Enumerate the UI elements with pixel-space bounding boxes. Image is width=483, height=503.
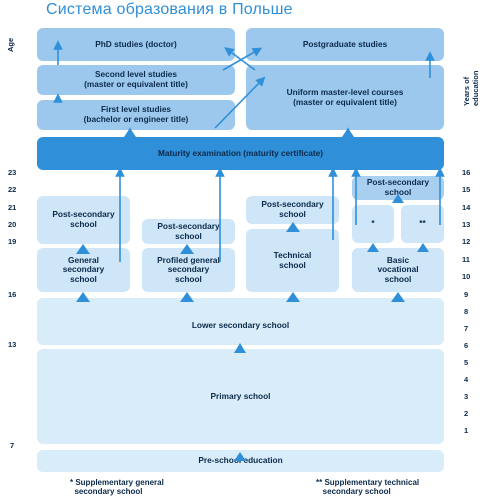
arrow-technical-to-postsec <box>286 222 300 232</box>
first-level-studies-box: First level studies (bachelor or enginee… <box>37 100 235 130</box>
lower-secondary-box: Lower secondary school <box>37 298 444 345</box>
year-12: 12 <box>462 237 471 246</box>
supplementary-technical-box: ** <box>401 205 444 243</box>
post-secondary-technical-box: Post-secondary school <box>246 196 339 224</box>
arrow-lines <box>53 40 445 262</box>
arrow-maturity-up-1 <box>124 128 136 137</box>
arrow-lower-to-general <box>76 292 90 302</box>
post-secondary-general-box: Post-secondary school <box>37 196 130 244</box>
arrow-first-to-postgrad <box>214 76 266 129</box>
arrow-vocational-to-star1 <box>367 243 379 252</box>
arrow-vocational-to-star2 <box>417 243 429 252</box>
post-secondary-general-label: Post-secondary school <box>52 209 115 229</box>
arrow-primary-to-lower <box>234 343 246 353</box>
footnote-supplementary-general: * Supplementary general secondary school <box>70 478 164 497</box>
basic-vocational-box: Basic vocational school <box>352 248 444 292</box>
arrow-lower-to-profiled <box>180 292 194 302</box>
year-5: 5 <box>464 358 469 367</box>
year-4: 4 <box>464 375 469 384</box>
technical-school-label: Technical school <box>273 249 312 270</box>
second-level-studies-label: Second level studies (master or equivale… <box>84 69 188 89</box>
general-secondary-label: General secondary school <box>62 254 105 284</box>
uniform-master-box: Uniform master-level courses (master or … <box>246 65 444 130</box>
year-10: 10 <box>462 272 471 281</box>
arrow-general-to-postsec <box>76 244 90 254</box>
year-3: 3 <box>464 392 469 401</box>
year-14: 14 <box>462 203 471 212</box>
arrow-maturity-up-2 <box>342 128 354 137</box>
year-15: 15 <box>462 185 471 194</box>
primary-school-label: Primary school <box>210 390 271 401</box>
post-secondary-top-right-label: Post-secondary school <box>366 177 430 197</box>
arrow-lower-to-vocational <box>391 292 405 302</box>
general-secondary-box: General secondary school <box>37 248 130 292</box>
age-20: 20 <box>8 220 17 229</box>
postgraduate-studies-label: Postgraduate studies <box>302 38 388 49</box>
age-19: 19 <box>8 237 17 246</box>
phd-studies-box: PhD studies (doctor) <box>37 28 235 61</box>
year-8: 8 <box>464 307 469 316</box>
arrow-profiled-to-postsec <box>180 244 194 254</box>
lower-secondary-label: Lower secondary school <box>191 319 290 330</box>
maturity-examination-label: Maturity examination (maturity certifica… <box>157 147 324 158</box>
post-secondary-technical-label: Post-secondary school <box>261 199 324 219</box>
supplementary-general-box: * <box>352 205 394 243</box>
year-6: 6 <box>464 341 469 350</box>
page-title: Система образования в Польше <box>46 1 293 18</box>
age-16: 16 <box>8 290 17 299</box>
profiled-general-secondary-label: Profiled general secondary school <box>157 254 220 284</box>
arrow-preschool-to-primary <box>234 452 246 461</box>
age-13: 13 <box>8 340 17 349</box>
year-1: 1 <box>464 426 469 435</box>
maturity-examination-box: Maturity examination (maturity certifica… <box>37 137 444 170</box>
second-level-studies-box: Second level studies (master or equivale… <box>37 65 235 95</box>
post-secondary-profiled-label: Post-secondary school <box>157 220 220 241</box>
arrow-heads <box>76 128 429 461</box>
arrow-lower-to-technical <box>286 292 300 302</box>
supplementary-general-label: * <box>371 218 375 229</box>
first-level-studies-label: First level studies (bachelor or enginee… <box>83 104 189 124</box>
footnote-supplementary-technical: ** Supplementary technical secondary sch… <box>316 478 420 497</box>
year-9: 9 <box>464 290 469 299</box>
phd-studies-label: PhD studies (doctor) <box>95 38 177 49</box>
postgraduate-studies-box: Postgraduate studies <box>246 28 444 61</box>
basic-vocational-label: Basic vocational school <box>377 254 419 284</box>
uniform-master-label: Uniform master-level courses (master or … <box>286 86 404 107</box>
arrow-cross-2 <box>224 47 256 71</box>
age-7: 7 <box>10 441 15 450</box>
age-23: 23 <box>8 168 17 177</box>
year-13: 13 <box>462 220 471 229</box>
year-7: 7 <box>464 324 469 333</box>
supplementary-technical-label: ** <box>419 218 426 229</box>
age-22: 22 <box>8 185 17 194</box>
primary-school-box: Primary school <box>37 349 444 444</box>
arrow-top-right-postsec <box>392 194 404 203</box>
technical-school-box: Technical school <box>246 229 339 292</box>
year-16: 16 <box>462 168 471 177</box>
age-21: 21 <box>8 203 17 212</box>
year-11: 11 <box>462 255 470 264</box>
year-2: 2 <box>464 409 469 418</box>
